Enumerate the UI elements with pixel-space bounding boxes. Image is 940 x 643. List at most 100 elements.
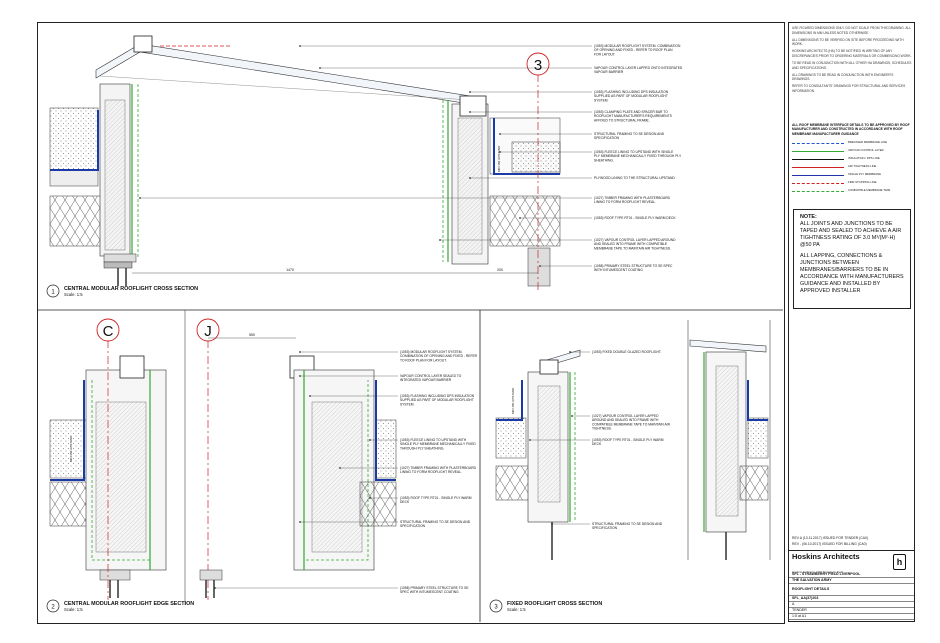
svg-text:3: 3 — [494, 605, 498, 611]
view-3-annotations: (1053) FIXED DOUBLE GLAZED ROOFLIGHT. (10… — [529, 350, 671, 530]
project-name: SFL - STRAWBERRY FIELD LIVERPOOL — [789, 572, 914, 578]
legend-label: COMPATIBLE MEMBRANE TAPE — [848, 188, 891, 192]
drawing-number: SFL_AA(37)203 — [789, 596, 914, 602]
view-1-scale: Scale: 1:5 — [64, 292, 83, 297]
firm-address: Hoskins Architects 1030 Strawberry Field — [792, 570, 843, 574]
view-3-scale: Scale: 1:5 — [507, 607, 526, 612]
legend-item: SINGLE PLY MEMBRANE — [792, 172, 912, 181]
roof-deck-left — [49, 169, 99, 187]
view-2-bubble — [46, 599, 60, 613]
dim-550: 550 — [249, 333, 255, 337]
drawing-sheet — [37, 22, 785, 624]
view-3-bubble — [489, 599, 503, 613]
leader-dot — [299, 375, 301, 377]
annotation-text: (1053) ROOF TYPE RT01 - SINGLE PLY WARM … — [594, 216, 676, 220]
leader-dot — [499, 151, 501, 153]
insulation-block-left — [49, 107, 99, 171]
annotation-text: (1053) FIXED DOUBLE GLAZED ROOFLIGHT. — [592, 350, 662, 354]
leader-dot — [499, 133, 501, 135]
drawing-status: TENDER — [789, 608, 914, 614]
grid-marker-c-label: C — [103, 323, 114, 340]
legend-title: ALL ROOF MEMBRANE INTERFACE DETAILS TO B… — [792, 123, 910, 136]
title-block: USE FIGURED DIMENSIONS ONLY. DO NOT SCAL… — [788, 22, 915, 622]
revision-list: REV A (13.11.2017) ISSUED FOR TENDER (CA… — [792, 534, 912, 547]
legend-swatch — [792, 183, 844, 184]
leader-dot — [551, 523, 553, 525]
legend-label: BREATHER MEMBRANE LINE — [848, 140, 887, 144]
annotation-text: (1027) VAPOUR CONTROL LAYER LAPPED AROUN… — [594, 238, 676, 250]
leader-dot — [299, 45, 301, 47]
svg-text:MIN 150 UPSTAND: MIN 150 UPSTAND — [511, 387, 515, 414]
leader-dot — [369, 497, 371, 499]
leader-dot — [299, 521, 301, 523]
annotation-text: (1053) MODULAR ROOFLIGHT SYSTEM.COMBINAT… — [400, 350, 478, 362]
view-1-annotations: (1053) MODULAR ROOFLIGHT SYSTEM. COMBINA… — [139, 44, 683, 272]
line-legend: BREATHER MEMBRANE LINE VAPOUR CONTROL LAY… — [792, 140, 912, 197]
legend-label: SINGLE PLY MEMBRANE — [848, 172, 882, 176]
ridge-profile — [133, 35, 153, 53]
leader-dot — [469, 91, 471, 93]
airtightness-note-box: NOTE: ALL JOINTS AND JUNCTIONS TO BE TAP… — [793, 209, 911, 309]
firm-block: Hoskins Architects Hoskins Architects 10… — [789, 550, 914, 574]
general-note: USE FIGURED DIMENSIONS ONLY. DO NOT SCAL… — [792, 26, 911, 35]
legend-item: AIR TIGHTNESS LINE — [792, 164, 912, 173]
leader-dot — [139, 197, 141, 199]
upstand-insulation-left — [104, 99, 126, 251]
view-3-title: FIXED ROOFLIGHT CROSS SECTION — [507, 601, 602, 607]
revision-initial: REV - (06.10.2017) ISSUED FOR BILLING (C… — [792, 542, 867, 546]
leader-dot — [439, 239, 441, 241]
legend-swatch — [792, 151, 844, 152]
annotation-text: VAPOUR CONTROL LAYER LAPPED ONTO INTEGRA… — [594, 66, 683, 74]
leader-dot — [309, 395, 311, 397]
annotation-text: PLYWOOD LINING TO THE STRUCTURAL UPSTAND — [594, 176, 675, 180]
dim-200: 200 — [497, 268, 503, 272]
grid-marker-j — [196, 318, 220, 342]
legend-label: INSULATION / DPS LINE — [848, 156, 880, 160]
legend-swatch — [792, 175, 844, 176]
insulation-block-right — [511, 141, 561, 173]
dim-1470: 1470 — [286, 268, 294, 272]
note-box-p1: ALL JOINTS AND JUNCTIONS TO BE TAPED AND… — [800, 221, 902, 248]
frame-profile-right — [459, 95, 487, 117]
view-1-bubble — [46, 284, 60, 298]
firm-logo-icon: h — [893, 554, 906, 570]
note-box-title: NOTE: — [800, 214, 817, 220]
grid-marker-3-label: 3 — [534, 57, 542, 74]
legend-item: INSULATION / DPS LINE — [792, 156, 912, 165]
legend-label: FIRE STOPPING LINE — [848, 180, 877, 184]
leader-dot — [529, 439, 531, 441]
project-info: SFL - STRAWBERRY FIELD LIVERPOOL THE SAL… — [789, 572, 914, 620]
general-note: TO BE READ IN CONJUNCTION WITH ALL OTHER… — [792, 61, 912, 70]
leader-dot — [214, 587, 216, 589]
general-note: HOSKINS ARCHITECTS (HA) TO BE NOTIFIED I… — [792, 49, 912, 58]
leader-dot — [339, 467, 341, 469]
glazing-panel — [95, 43, 471, 105]
profiled-deck-right — [489, 195, 561, 247]
legend-label: AIR TIGHTNESS LINE — [848, 164, 877, 168]
view-3-section: MIN 150 UPSTAND 3 FIXED ROOFLIGHT CROSS … — [489, 320, 771, 613]
drawing-scale: 1:5 at A1 — [789, 614, 914, 620]
leader-dot — [571, 415, 573, 417]
view-1-title: CENTRAL MODULAR ROOFLIGHT CROSS SECTION — [64, 286, 198, 292]
membrane-left — [50, 110, 99, 171]
view-2-title: CENTRAL MODULAR ROOFLIGHT EDGE SECTION — [64, 601, 194, 607]
leader-dot — [469, 111, 471, 113]
svg-text:2: 2 — [51, 605, 55, 611]
svg-text:MIN 150 UPSTAND: MIN 150 UPSTAND — [69, 435, 73, 462]
revision-a: REV A (13.11.2017) ISSUED FOR TENDER (CA… — [792, 536, 868, 540]
svg-text:1: 1 — [51, 290, 55, 296]
view-1-section: 3 1470 200 MIN 150 UPSTAND 1 CENTRAL MOD… — [46, 35, 561, 298]
grid-marker-c — [96, 318, 120, 342]
legend-label: VAPOUR CONTROL LAYER — [848, 148, 884, 152]
general-note: REFER TO CONSULTANTS' DRAWINGS FOR STRUC… — [792, 84, 906, 94]
legend-swatch — [792, 159, 844, 160]
firm-name: Hoskins Architects — [792, 552, 860, 561]
